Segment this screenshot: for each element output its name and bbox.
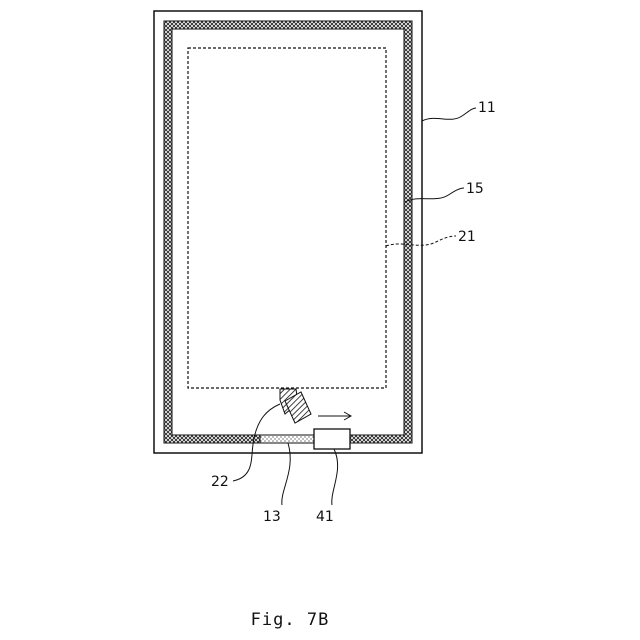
gap-portion xyxy=(260,435,316,443)
label-11: 11 xyxy=(478,100,496,116)
sealing-member xyxy=(314,429,350,449)
leader-line-11 xyxy=(422,108,476,121)
outer-substrate xyxy=(154,11,422,453)
label-13: 13 xyxy=(263,509,281,525)
figure-caption: Fig. 7B xyxy=(251,610,330,630)
leader-line-41 xyxy=(332,449,338,505)
label-15: 15 xyxy=(466,181,484,197)
label-21: 21 xyxy=(458,229,476,245)
label-41: 41 xyxy=(316,509,334,525)
label-22: 22 xyxy=(211,474,229,490)
